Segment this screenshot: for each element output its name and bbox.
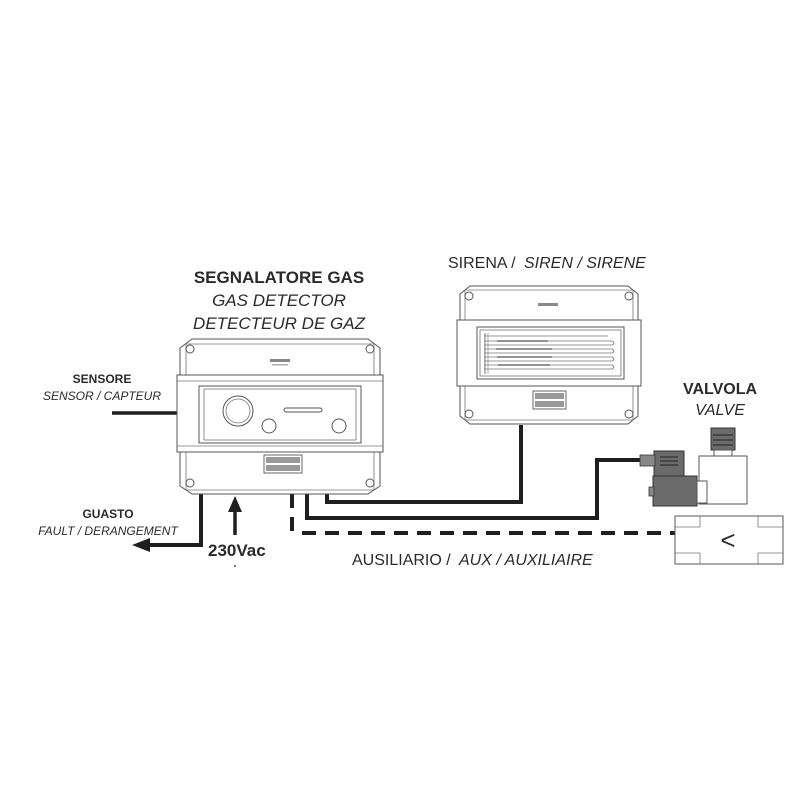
screw-icon: [464, 409, 474, 419]
detector-led-right: [331, 418, 347, 434]
detector-face-inner: [203, 388, 357, 441]
valve-label-it: VALVOLA: [683, 381, 758, 398]
siren-icon: [456, 285, 642, 425]
detector-brand-mark: [270, 359, 290, 362]
wiring: [112, 406, 675, 552]
siren-brand-mark: [538, 303, 558, 306]
valve-cap-stem: [713, 449, 733, 457]
solenoid-valve-icon: <: [639, 427, 784, 565]
dot-mark: [234, 565, 236, 567]
siren-logo-row1: [535, 393, 564, 399]
screw-icon: [365, 344, 375, 354]
valve-label-en: VALVE: [695, 402, 745, 419]
fault-label-en-fr: FAULT / DERANGEMENT: [38, 524, 179, 538]
siren-louvre: [484, 348, 615, 354]
aux-label-en-fr: AUX / AUXILIAIRE: [458, 552, 593, 569]
siren-louvre: [484, 364, 615, 370]
detector-led-left: [261, 418, 277, 434]
valve-coil-tab: [648, 486, 655, 497]
sensor-port-inner: [225, 398, 251, 424]
siren-wire: [325, 425, 523, 504]
flow-direction-symbol: <: [720, 525, 735, 555]
detector-logo-row1: [266, 457, 300, 463]
siren-louvre: [484, 335, 615, 346]
gas-detector-icon: [176, 338, 384, 495]
fault-wire: [150, 494, 203, 547]
valve-connector: [653, 450, 685, 477]
siren-label-it: SIRENA /: [448, 255, 516, 272]
sensor-label-en-fr: SENSOR / CAPTEUR: [43, 389, 161, 403]
valve-body: [674, 515, 784, 565]
detector-indicator-bar: [283, 407, 323, 413]
siren-louvre: [484, 356, 615, 362]
power-arrow-head: [228, 496, 242, 512]
siren-louvre-highlight: [496, 340, 552, 366]
valve-coil: [652, 475, 698, 507]
detector-title: SEGNALATORE GAS: [194, 268, 364, 287]
valve-coil-nut: [696, 480, 708, 504]
valve-cable-gland: [639, 454, 656, 467]
detector-subtitle-en: GAS DETECTOR: [212, 291, 346, 310]
valve-body-ports: [675, 516, 783, 564]
screw-icon: [365, 478, 375, 488]
power-label: 230Vac: [208, 541, 266, 560]
valve-wire: [305, 458, 640, 520]
aux-label-it: AUSILIARIO /: [352, 552, 451, 569]
fault-arrow-head: [132, 538, 150, 552]
siren-grille-inner: [479, 329, 622, 377]
detector-subtitle-fr: DETECTEUR DE GAZ: [193, 314, 366, 333]
siren-logo-row2: [535, 401, 564, 407]
sensor-port: [222, 395, 254, 427]
detector-logo-row2: [266, 465, 300, 471]
screw-icon: [185, 344, 195, 354]
screw-icon: [185, 478, 195, 488]
screw-icon: [624, 409, 634, 419]
valve-cap: [710, 427, 736, 451]
siren-label-en-fr: SIREN / SIRENE: [524, 255, 646, 272]
detector-brand-submark: [272, 364, 288, 366]
screw-icon: [464, 291, 474, 301]
sensor-label-it: SENSORE: [73, 372, 132, 386]
fault-label-it: GUASTO: [82, 507, 133, 521]
screw-icon: [624, 291, 634, 301]
siren-louvres: [484, 333, 615, 374]
